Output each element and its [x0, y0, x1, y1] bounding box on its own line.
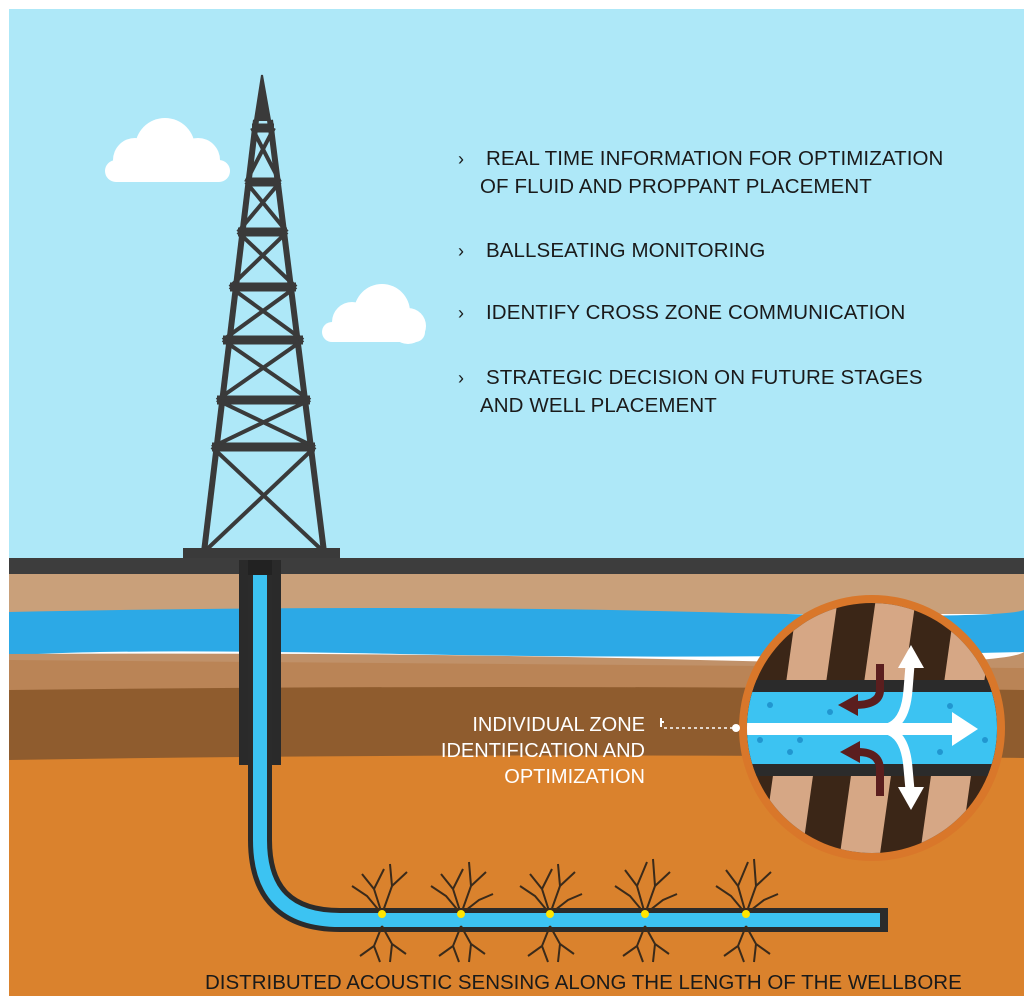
wellbore [239, 560, 888, 932]
bullet-text: BALLSEATING MONITORING [486, 239, 766, 262]
bullet-text: IDENTIFY CROSS ZONE COMMUNICATION [486, 301, 906, 324]
callout-line-3: OPTIMIZATION [504, 766, 645, 788]
cloud-icon [105, 118, 230, 182]
zone-callout-label: INDIVIDUAL ZONE IDENTIFICATION AND OPTIM… [441, 712, 645, 790]
cloud-icon [322, 284, 426, 344]
sensor-points [378, 910, 750, 918]
ground-surface [9, 558, 1024, 574]
zone-zoom-detail [739, 595, 1005, 861]
bullet-text-continued: AND WELL PLACEMENT [480, 394, 717, 417]
callout-leader [660, 718, 740, 732]
bullet-item-4: › STRATEGIC DECISION ON FUTURE STAGES AN… [458, 364, 923, 420]
chevron-right-icon: › [458, 241, 465, 261]
callout-line-1: INDIVIDUAL ZONE [472, 714, 645, 736]
bullet-item-3: › IDENTIFY CROSS ZONE COMMUNICATION [458, 299, 905, 327]
bullet-text: REAL TIME INFORMATION FOR OPTIMIZATION [486, 147, 944, 170]
bullet-item-1: › REAL TIME INFORMATION FOR OPTIMIZATION… [458, 145, 943, 201]
bullet-text: STRATEGIC DECISION ON FUTURE STAGES [486, 366, 923, 389]
bullet-item-2: › BALLSEATING MONITORING [458, 237, 765, 265]
bullet-text-continued: OF FLUID AND PROPPANT PLACEMENT [480, 175, 872, 198]
fracture-network [351, 858, 779, 963]
oil-derrick [183, 74, 340, 558]
sky [9, 9, 1024, 562]
footer-caption: DISTRIBUTED ACOUSTIC SENSING ALONG THE L… [205, 971, 962, 994]
chevron-right-icon: › [458, 303, 465, 323]
chevron-right-icon: › [458, 368, 465, 388]
callout-line-2: IDENTIFICATION AND [440, 740, 645, 762]
chevron-right-icon: › [458, 149, 465, 169]
